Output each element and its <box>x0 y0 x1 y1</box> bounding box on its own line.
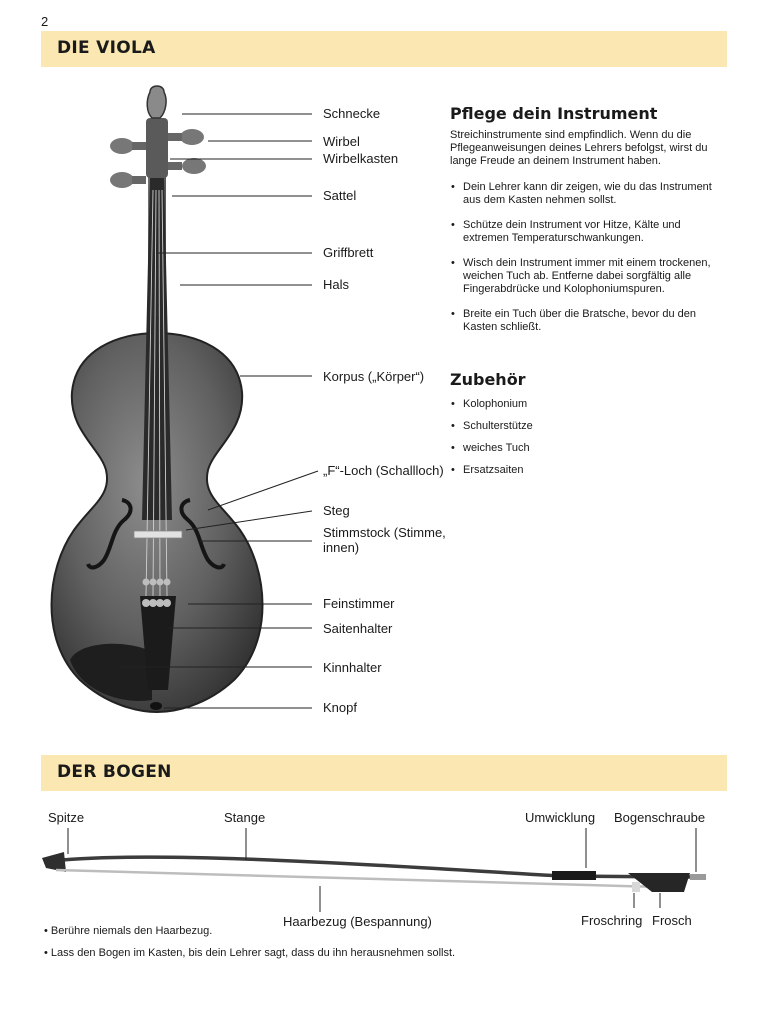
label-bogenschraube: Bogenschraube <box>614 810 705 825</box>
accessory-item: Schulterstütze <box>450 420 650 433</box>
label-schnecke: Schnecke <box>323 106 380 121</box>
label-stimmstock: Stimmstock (Stimme, innen) <box>323 525 453 555</box>
label-wirbelkasten: Wirbelkasten <box>323 151 398 166</box>
label-steg: Steg <box>323 503 350 518</box>
bow-leader-lines <box>68 828 696 912</box>
care-item: Breite ein Tuch über die Bratsche, bevor… <box>450 308 712 334</box>
label-wirbel: Wirbel <box>323 134 360 149</box>
care-list: Dein Lehrer kann dir zeigen, wie du das … <box>450 181 712 346</box>
care-intro: Streichinstrumente sind empfindlich. Wen… <box>450 129 710 168</box>
label-f-loch: „F“-Loch (Schallloch) <box>323 463 444 478</box>
label-stange: Stange <box>224 810 265 825</box>
bow-winding <box>552 871 596 880</box>
peg-box <box>146 118 168 178</box>
bow-section-title: DER BOGEN <box>57 762 172 782</box>
care-item: Schütze dein Instrument vor Hitze, Kälte… <box>450 219 712 245</box>
label-haarbezug: Haarbezug (Bespannung) <box>283 914 432 929</box>
label-hals: Hals <box>323 277 349 292</box>
peg <box>110 172 134 188</box>
label-sattel: Sattel <box>323 188 356 203</box>
bow-ferrule <box>632 882 640 892</box>
label-umwicklung: Umwicklung <box>525 810 595 825</box>
care-item: Wisch dein Instrument immer mit einem tr… <box>450 257 712 296</box>
label-froschring: Froschring <box>581 913 642 928</box>
care-item: Dein Lehrer kann dir zeigen, wie du das … <box>450 181 712 207</box>
scroll <box>147 86 166 118</box>
accessory-item: Ersatzsaiten <box>450 464 650 477</box>
label-spitze: Spitze <box>48 810 84 825</box>
label-frosch: Frosch <box>652 913 692 928</box>
end-button <box>150 702 162 710</box>
label-knopf: Knopf <box>323 700 357 715</box>
bridge <box>134 531 182 538</box>
bow-note: • Berühre niemals den Haarbezug. <box>44 925 212 937</box>
label-feinstimmer: Feinstimmer <box>323 596 395 611</box>
accessories-list: Kolophonium Schulterstütze weiches Tuch … <box>450 398 650 486</box>
peg <box>182 158 206 174</box>
chin-rest <box>70 644 152 701</box>
label-korpus: Korpus („Körper“) <box>323 369 424 384</box>
care-title: Pflege dein Instrument <box>450 104 657 123</box>
label-kinnhalter: Kinnhalter <box>323 660 382 675</box>
label-saitenhalter: Saitenhalter <box>323 621 392 636</box>
bow-screw <box>690 874 706 880</box>
fingerboard <box>142 175 172 520</box>
bow-note: • Lass den Bogen im Kasten, bis dein Leh… <box>44 947 455 959</box>
accessory-item: weiches Tuch <box>450 442 650 455</box>
accessory-item: Kolophonium <box>450 398 650 411</box>
peg <box>110 138 134 154</box>
bow-section-header: DER BOGEN <box>41 755 727 791</box>
bow-illustration <box>42 828 706 912</box>
accessories-title: Zubehör <box>450 370 526 389</box>
peg <box>180 129 204 145</box>
label-griffbrett: Griffbrett <box>323 245 373 260</box>
